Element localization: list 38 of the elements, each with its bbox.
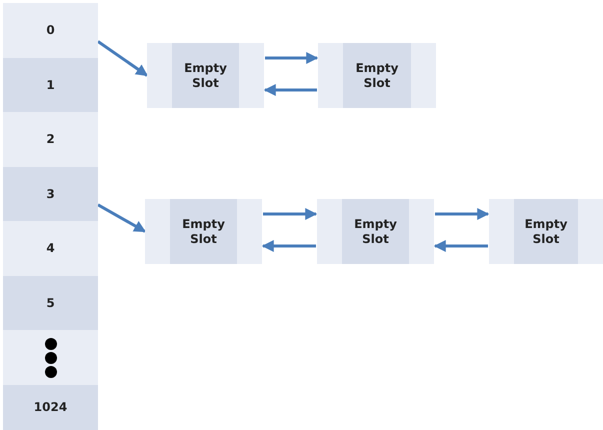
slot-label: 2 <box>46 132 55 147</box>
arrow <box>262 240 316 252</box>
slot-label: 1 <box>46 78 55 92</box>
table-cell <box>3 3 98 58</box>
list-node <box>145 199 262 264</box>
table-cell <box>3 167 98 221</box>
slot-label: Empty Slot <box>353 216 398 246</box>
slot-label: Empty Slot <box>354 60 400 90</box>
slot-box <box>343 43 411 108</box>
slot-label: Empty Slot <box>183 60 228 90</box>
arrow <box>265 52 318 64</box>
table-cell <box>3 221 98 276</box>
table-cell <box>3 58 98 112</box>
arrow <box>263 208 318 220</box>
table-cell <box>3 330 98 385</box>
table-cell <box>3 276 98 330</box>
slot-box <box>172 43 239 108</box>
slot-label: Empty Slot <box>181 216 226 246</box>
list-node <box>317 199 434 264</box>
list-node <box>147 43 264 108</box>
arrow <box>264 84 317 96</box>
slot-label: 1024 <box>34 400 68 415</box>
arrow <box>434 240 488 252</box>
table-cell <box>3 112 98 167</box>
arrow <box>97 204 146 233</box>
list-node <box>489 199 603 264</box>
slot-label: 5 <box>46 296 55 310</box>
slot-label: 3 <box>46 186 55 202</box>
slot-label: Empty Slot <box>524 216 568 246</box>
slot-label: 4 <box>46 241 55 256</box>
slot-label: 0 <box>46 23 55 38</box>
arrow <box>97 40 148 77</box>
slot-box <box>514 199 578 264</box>
arrow <box>435 208 490 220</box>
slot-box <box>170 199 237 264</box>
slot-box <box>342 199 409 264</box>
table-cell <box>3 385 98 430</box>
list-node <box>318 43 436 108</box>
